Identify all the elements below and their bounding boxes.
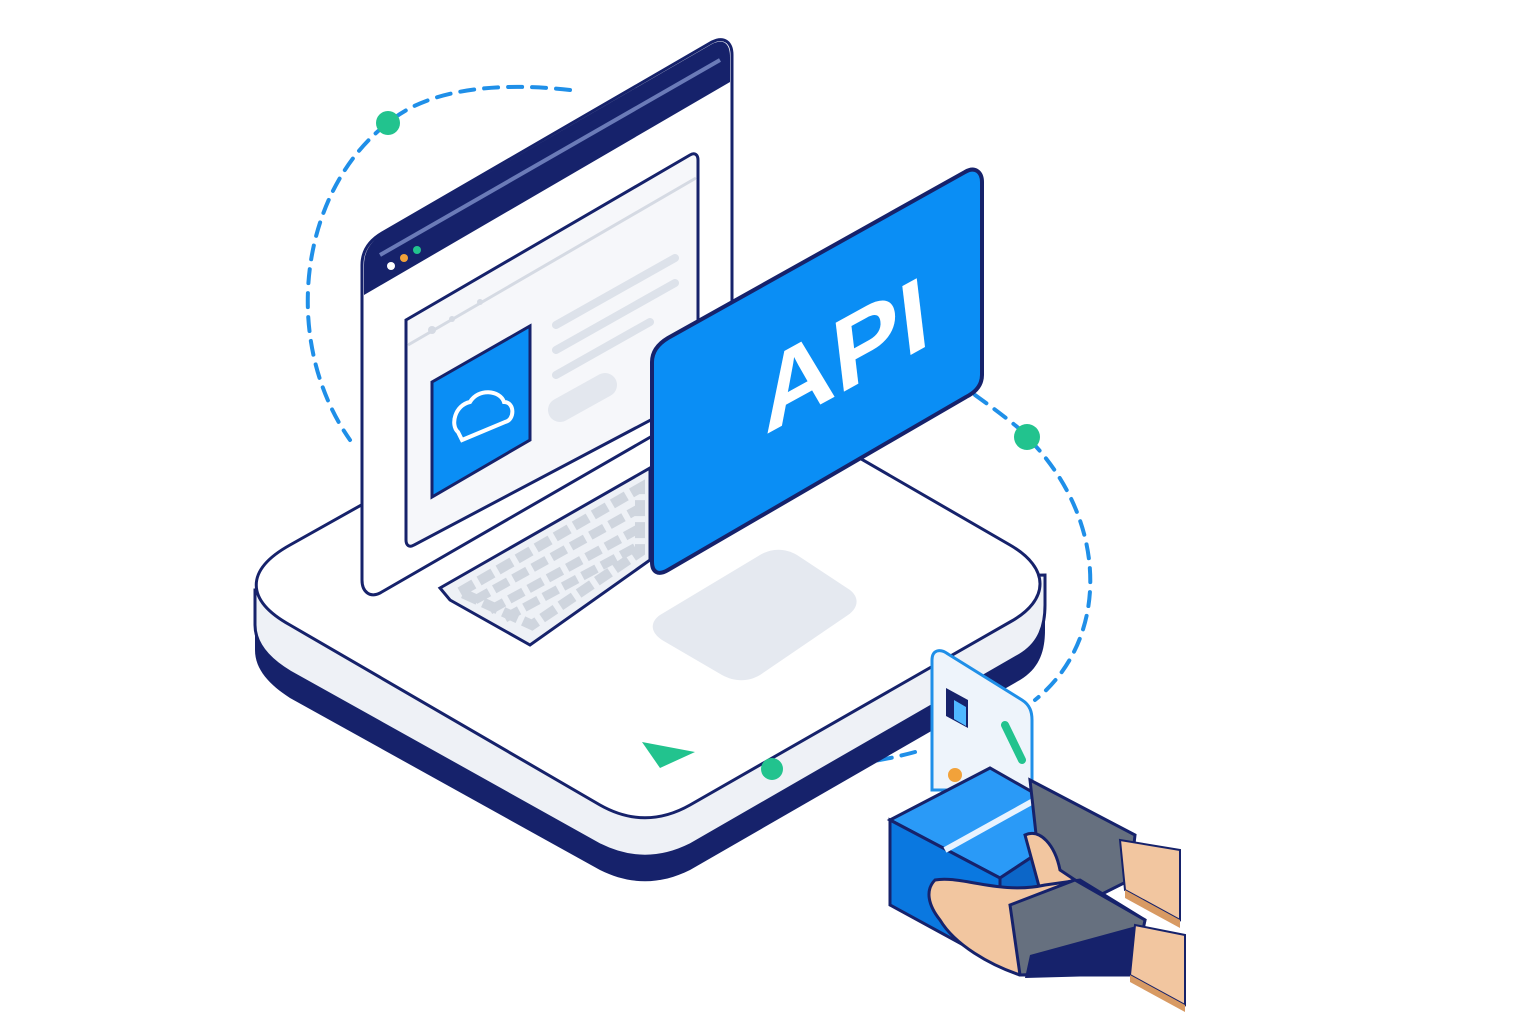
orbit-node-right: [1014, 424, 1040, 450]
api-panel: API: [650, 167, 984, 575]
hands-icon: [927, 777, 1186, 1012]
arrow-head-icon: [642, 742, 695, 768]
window-dot-white: [387, 262, 395, 270]
trackpad: [652, 549, 857, 681]
window-dot-green: [413, 246, 421, 254]
window-dot-orange: [400, 254, 408, 262]
cloud-icon: [452, 390, 515, 443]
cloud-tile: [430, 323, 532, 500]
keyboard: [437, 465, 652, 647]
orbit-node-bottom: [761, 758, 783, 780]
orbit-node-top: [376, 111, 400, 135]
card: [930, 649, 1034, 792]
